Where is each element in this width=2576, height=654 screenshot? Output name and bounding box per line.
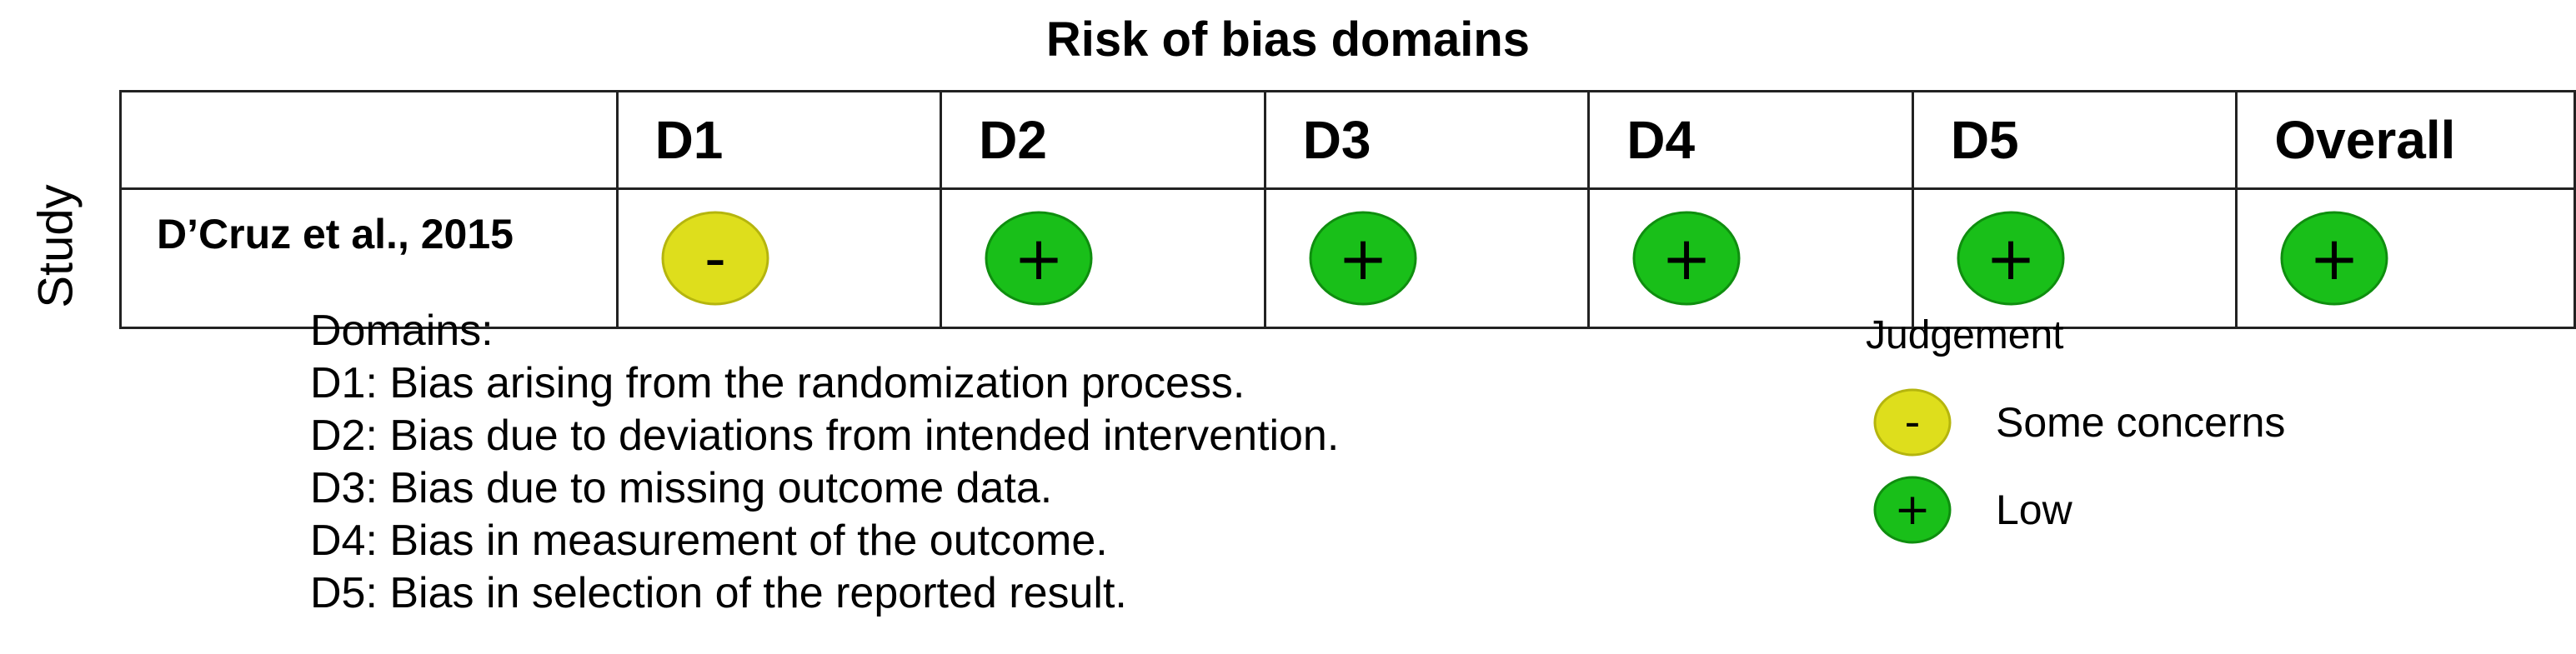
low-badge-circle bbox=[985, 211, 1093, 306]
low-badge-symbol: + bbox=[1014, 223, 1064, 293]
study-name: D’Cruz et al., 2015 bbox=[119, 187, 619, 329]
low-badge-circle bbox=[1957, 211, 2065, 306]
low-judgement-badge: + bbox=[1957, 211, 2065, 306]
judgement-d2-icon: + bbox=[984, 210, 1094, 307]
header-d2: D2 bbox=[940, 90, 1266, 190]
legend-low-icon: + bbox=[1872, 475, 1952, 545]
low-judgement-badge: + bbox=[1632, 211, 1741, 306]
some-badge-symbol: - bbox=[1905, 397, 1921, 447]
header-study-cell bbox=[119, 90, 619, 190]
judgement-d4-icon: + bbox=[1631, 210, 1742, 307]
domain-d2-description: D2: Bias due to deviations from intended… bbox=[310, 412, 1340, 460]
judgement-d1-icon: - bbox=[660, 210, 770, 307]
some-badge-symbol: - bbox=[704, 223, 726, 293]
low-badge-symbol: + bbox=[1894, 485, 1931, 535]
risk-of-bias-table: D1 D2 D3 D4 D5 Overall D’Cruz et al., 20… bbox=[119, 90, 2576, 329]
figure-title: Risk of bias domains bbox=[1045, 12, 1531, 67]
header-d1: D1 bbox=[615, 90, 943, 190]
header-d5: D5 bbox=[1911, 90, 2238, 190]
study-axis-label-text: Study bbox=[28, 183, 83, 308]
low-badge-symbol: + bbox=[1338, 223, 1388, 293]
low-badge-circle bbox=[2280, 211, 2388, 306]
judgement-d3-icon: + bbox=[1308, 210, 1418, 307]
cell-overall: + bbox=[2235, 187, 2576, 329]
header-overall: Overall bbox=[2235, 90, 2576, 190]
header-d4: D4 bbox=[1587, 90, 1914, 190]
low-badge-circle bbox=[1309, 211, 1417, 306]
low-judgement-badge: + bbox=[2280, 211, 2388, 306]
legend-some-concerns-icon: - bbox=[1872, 387, 1952, 457]
low-badge-circle bbox=[1873, 476, 1952, 544]
header-d3: D3 bbox=[1263, 90, 1591, 190]
some-badge-circle bbox=[1873, 388, 1952, 457]
legend-low-label: Low bbox=[1996, 487, 2072, 533]
cell-d2: + bbox=[940, 187, 1266, 329]
cell-d4: + bbox=[1587, 187, 1914, 329]
domains-legend: Domains: D1: Bias arising from the rando… bbox=[310, 305, 1339, 620]
legend-item-low: + Low bbox=[1872, 475, 2072, 545]
some-badge-circle bbox=[661, 211, 769, 306]
some-judgement-badge: - bbox=[661, 211, 769, 306]
low-badge-circle bbox=[1632, 211, 1741, 306]
domains-legend-title: Domains: bbox=[310, 307, 494, 355]
judgement-overall-icon: + bbox=[2279, 210, 2389, 307]
study-row: D’Cruz et al., 2015 - + + + + + bbox=[119, 187, 2576, 329]
judgement-d5-icon: + bbox=[1956, 210, 2066, 307]
low-judgement-badge: + bbox=[985, 211, 1093, 306]
header-row: D1 D2 D3 D4 D5 Overall bbox=[119, 90, 2576, 190]
domain-d3-description: D3: Bias due to missing outcome data. bbox=[310, 464, 1053, 512]
low-badge-symbol: + bbox=[1986, 223, 2036, 293]
domain-d5-description: D5: Bias in selection of the reported re… bbox=[310, 569, 1127, 617]
judgement-legend-title: Judgement bbox=[1866, 313, 2064, 357]
cell-d1: - bbox=[615, 187, 943, 329]
domain-d1-description: D1: Bias arising from the randomization … bbox=[310, 359, 1245, 407]
legend-item-some-concerns: - Some concerns bbox=[1872, 387, 2285, 457]
low-judgement-badge: + bbox=[1309, 211, 1417, 306]
study-axis-label: Study bbox=[18, 150, 93, 342]
cell-d3: + bbox=[1263, 187, 1591, 329]
low-badge-symbol: + bbox=[2309, 223, 2359, 293]
some-judgement-badge: - bbox=[1873, 388, 1952, 457]
legend-some-concerns-label: Some concerns bbox=[1996, 399, 2286, 446]
low-judgement-badge: + bbox=[1873, 476, 1952, 544]
cell-d5: + bbox=[1911, 187, 2238, 329]
domain-d4-description: D4: Bias in measurement of the outcome. bbox=[310, 517, 1108, 565]
low-badge-symbol: + bbox=[1661, 223, 1711, 293]
